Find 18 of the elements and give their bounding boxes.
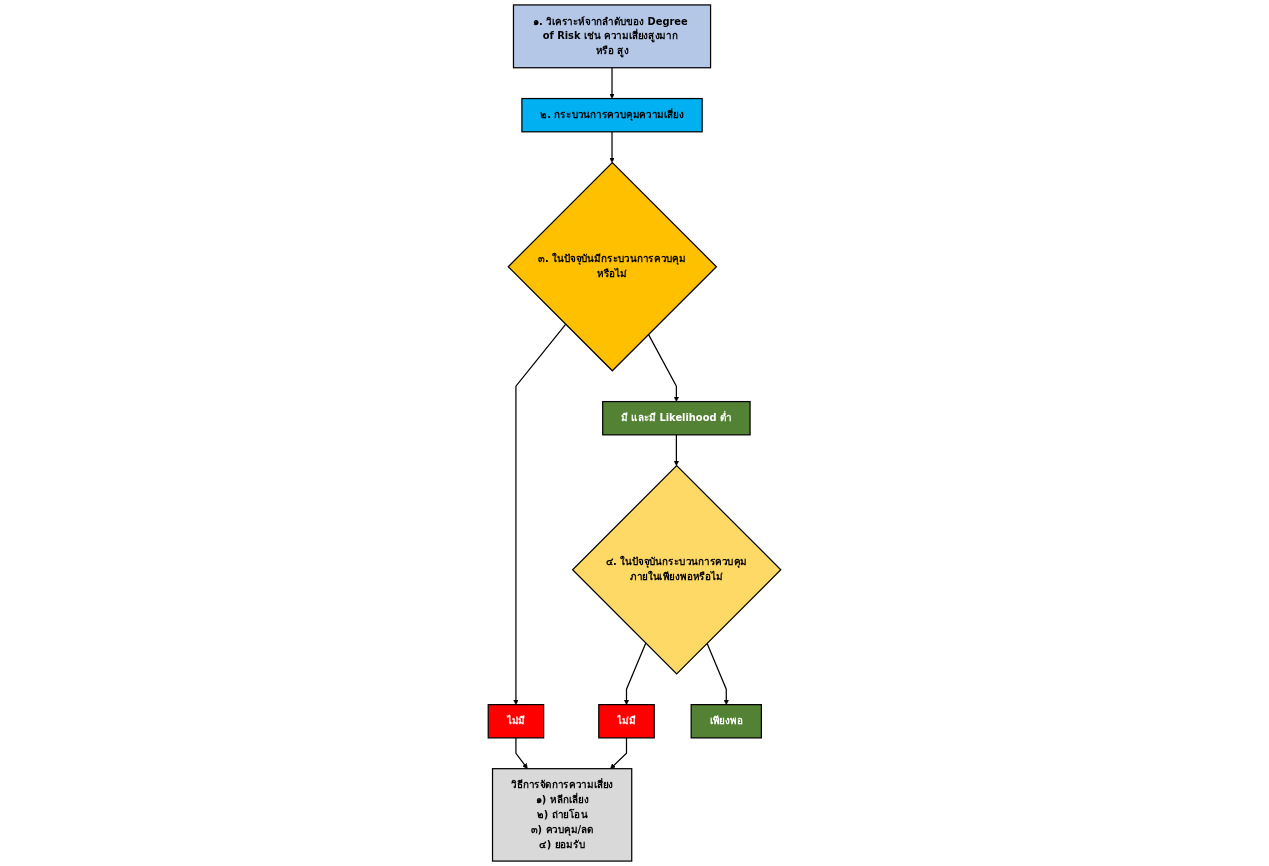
node-box: ไม่มี [598, 704, 655, 739]
arrow [609, 131, 615, 163]
arrow [515, 737, 528, 769]
node-box: มี และมี Likelihood ต่ำ [602, 400, 751, 436]
node-box: เพียงพอ [690, 704, 762, 739]
arrow [609, 67, 615, 99]
node-box: ไม่มี [487, 704, 545, 739]
arrow [673, 434, 680, 466]
arrow [706, 642, 729, 705]
node-diamond: ๓. ในปัจจุบันมีกระบวนการควบคุมหรือไม่ [507, 161, 718, 372]
node-box: วิธีการจัดการความเสี่ยง ๑) หลีกเลี่ยง ๒) ถ่ายโอน ๓) ควบคุม/ลด ๔) ยอมรับ [491, 768, 633, 862]
node-box: ๒. กระบวนการควบคุมความเสี่ยง [521, 97, 703, 133]
arrow [610, 737, 628, 769]
arrow [513, 323, 567, 705]
arrow [623, 642, 647, 705]
node-box: ๑. วิเคราะห์จากลำดับของ Degree of Risk เช่น ความเสี่ยงสูงมาก หรือ สูง [512, 4, 712, 69]
node-diamond: ๔. ในปัจจุบันกระบวนการควบคุมภายในเพียงพอหรือไม่ [571, 464, 782, 675]
arrow [647, 333, 680, 402]
